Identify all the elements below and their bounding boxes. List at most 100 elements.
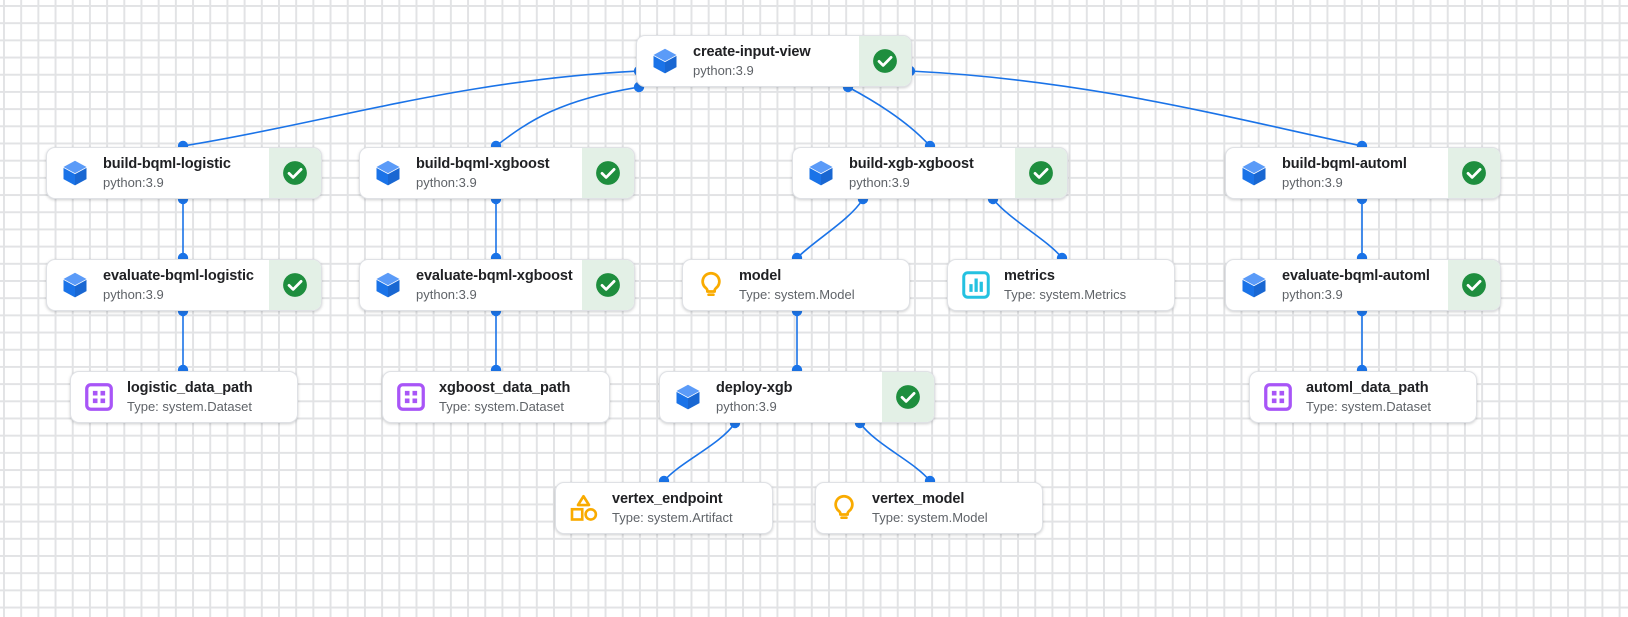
green-check-circle-icon: [896, 385, 920, 409]
node-title: vertex_endpoint: [612, 490, 723, 507]
node-subtitle: python:3.9: [416, 174, 477, 190]
status-badge: [1448, 148, 1500, 198]
amber-lightbulb-icon: [701, 271, 721, 296]
node-subtitle: Type: system.Metrics: [1004, 286, 1127, 302]
node-title: automl_data_path: [1306, 379, 1429, 396]
blue-cube-icon: [63, 272, 87, 298]
node-title: build-xgb-xgboost: [849, 155, 974, 172]
status-badge: [582, 260, 634, 310]
green-check-circle-icon: [873, 49, 897, 73]
node-title: vertex_model: [872, 490, 965, 507]
status-badge: [269, 148, 321, 198]
blue-cube-icon: [676, 384, 700, 410]
green-check-circle-icon: [1462, 161, 1486, 185]
status-badge: [859, 36, 911, 86]
node-title: deploy-xgb: [716, 379, 793, 396]
node-text: build-xgb-xgboost python:3.9: [849, 148, 1015, 198]
node-subtitle: python:3.9: [1282, 286, 1343, 302]
dag-node-build-xgb-xgboost[interactable]: build-xgb-xgboost python:3.9: [792, 147, 1068, 199]
node-icon-cube: [793, 148, 849, 198]
dag-node-evaluate-bqml-automl[interactable]: evaluate-bqml-automl python:3.9: [1225, 259, 1501, 311]
node-title: evaluate-bqml-logistic: [103, 267, 254, 284]
node-icon-dataset: [1250, 372, 1306, 422]
blue-cube-icon: [376, 272, 400, 298]
node-title: logistic_data_path: [127, 379, 253, 396]
node-subtitle: python:3.9: [849, 174, 910, 190]
dag-node-deploy-xgb[interactable]: deploy-xgb python:3.9: [659, 371, 935, 423]
edge-create-input-view-to-build-bqml-xgboost: [495, 86, 640, 147]
node-icon-cube: [360, 148, 416, 198]
node-text: evaluate-bqml-automl python:3.9: [1282, 260, 1448, 310]
green-check-circle-icon: [596, 161, 620, 185]
status-badge: [1448, 260, 1500, 310]
node-title: build-bqml-logistic: [103, 155, 231, 172]
node-subtitle: Type: system.Dataset: [127, 398, 252, 414]
blue-cube-icon: [809, 160, 833, 186]
node-icon-shapes: [556, 483, 612, 533]
node-subtitle: python:3.9: [416, 286, 477, 302]
node-title: xgboost_data_path: [439, 379, 571, 396]
node-icon-lightbulb: [816, 483, 872, 533]
edge-build-xgb-xgboost-to-model: [796, 198, 864, 259]
node-icon-cube: [660, 372, 716, 422]
purple-dataset-icon: [85, 383, 113, 411]
node-title: evaluate-bqml-automl: [1282, 267, 1430, 284]
node-title: metrics: [1004, 267, 1055, 284]
status-badge: [269, 260, 321, 310]
blue-cube-icon: [1242, 272, 1266, 298]
node-icon-cube: [1226, 148, 1282, 198]
green-check-circle-icon: [283, 273, 307, 297]
amber-shapes-icon: [570, 494, 598, 521]
edge-create-input-view-to-build-xgb-xgboost: [847, 86, 931, 147]
amber-lightbulb-icon: [834, 494, 854, 519]
node-icon-dataset: [71, 372, 127, 422]
node-subtitle: Type: system.Artifact: [612, 509, 733, 525]
node-title: model: [739, 267, 782, 284]
edge-deploy-xgb-to-vertex_endpoint: [663, 422, 736, 482]
node-subtitle: python:3.9: [1282, 174, 1343, 190]
blue-cube-icon: [63, 160, 87, 186]
status-badge: [882, 372, 934, 422]
node-icon-cube: [637, 36, 693, 86]
purple-dataset-icon: [1264, 383, 1292, 411]
node-icon-barchart: [948, 260, 1004, 310]
status-badge: [1015, 148, 1067, 198]
edge-deploy-xgb-to-vertex_model: [859, 422, 931, 482]
green-check-circle-icon: [283, 161, 307, 185]
edge-create-input-view-to-build-bqml-automl: [909, 70, 1363, 147]
node-icon-lightbulb: [683, 260, 739, 310]
node-icon-cube: [360, 260, 416, 310]
blue-cube-icon: [376, 160, 400, 186]
node-icon-cube: [47, 148, 103, 198]
blue-cube-icon: [653, 48, 677, 74]
node-subtitle: python:3.9: [716, 398, 777, 414]
cyan-barchart-icon: [962, 271, 990, 299]
